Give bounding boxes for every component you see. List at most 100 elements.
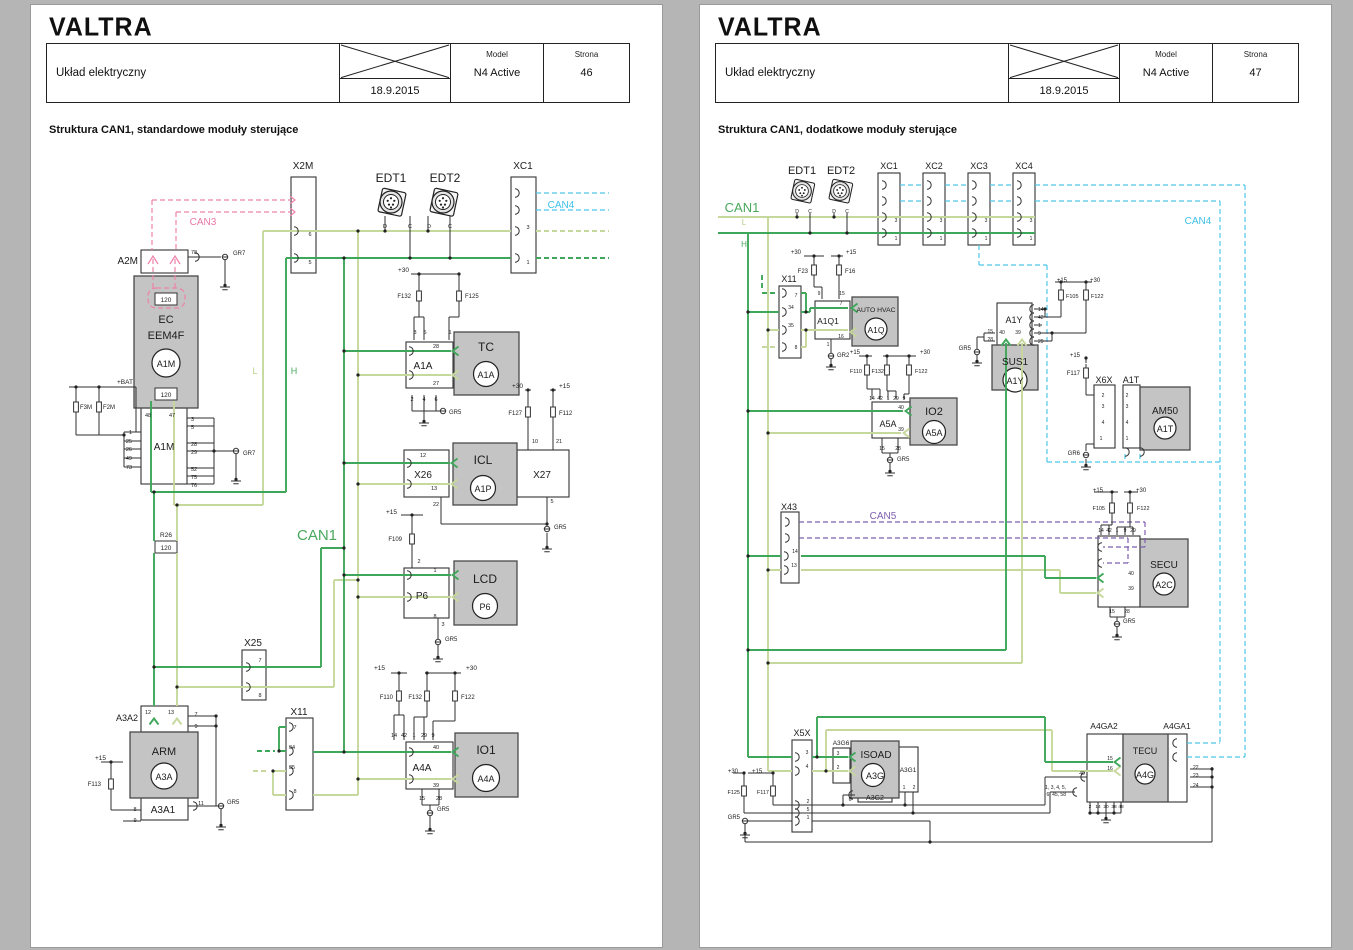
diagram-label: A1A: [414, 361, 433, 372]
diagram-label: F122: [461, 695, 475, 701]
diagram-label: 6, 45, 58: [1047, 792, 1067, 798]
diagram-label: P6: [479, 602, 490, 612]
diagram-label: A1Q: [867, 325, 884, 335]
diagram-label: A1Y: [1006, 376, 1023, 386]
connector-a4a: [405, 741, 454, 790]
diagram-label: F109: [388, 537, 402, 543]
diagram-label: 1: [526, 260, 529, 266]
diagram-label: ICL: [474, 453, 493, 467]
diagram-label: F125: [465, 294, 479, 300]
diagram-label: 4: [1126, 420, 1129, 426]
diagram-label: 1: [1038, 323, 1041, 329]
diagram-label: 47: [169, 413, 175, 419]
connector-x11: [285, 717, 314, 811]
diagram-label: 11: [198, 801, 204, 807]
diagram-label: 39: [898, 427, 904, 433]
diagram-label: L: [742, 218, 747, 227]
diagram-label: 3: [940, 218, 943, 224]
diagram-label: C: [448, 224, 452, 230]
diagram-label: H: [291, 366, 298, 376]
diagram-label: F132: [871, 369, 884, 375]
diagram-label: 15: [839, 291, 845, 297]
can4-wires: [514, 188, 609, 215]
diagram-label: A4GA1: [1163, 721, 1191, 731]
diagram-label: H: [741, 240, 747, 249]
diagram-label: XC4: [1015, 161, 1033, 171]
module-ref-a3g: [860, 762, 886, 788]
diagram-label: 4: [806, 764, 809, 770]
diagram-label: 42: [1038, 315, 1044, 321]
diagram-label: 24: [1193, 783, 1199, 789]
diagram-label: 14: [792, 549, 798, 555]
diagram-label: X11: [781, 274, 796, 284]
connector-secu: [1097, 535, 1141, 608]
diagram-label: 28: [433, 344, 439, 350]
diagram-label: P6: [416, 591, 429, 602]
diagram-label: 8: [133, 807, 136, 813]
diagram-label: F112: [559, 411, 573, 417]
diagram-label: 7: [194, 712, 197, 718]
diagram-label: IO2: [925, 406, 943, 418]
diagram-label: F132: [408, 695, 422, 701]
diagram-label: GR5: [1123, 619, 1136, 625]
page-value: 46: [580, 67, 593, 79]
diagram-label: TC: [478, 340, 494, 354]
diagram-label: +30: [791, 250, 802, 256]
diagram-label: 40: [1079, 771, 1085, 777]
diagram-label: 40: [999, 330, 1005, 336]
module-ref-a1a: [472, 360, 500, 388]
diagram-label: +15: [374, 665, 385, 672]
diagram-label: 9: [133, 818, 136, 824]
diagram-label: CAN4: [1185, 216, 1212, 227]
diagram-label: 20: [1103, 804, 1109, 810]
diagram-label: X5X: [793, 728, 810, 738]
connector-x2m: [290, 176, 317, 274]
diagram-label: 52: [191, 467, 197, 473]
diagram-label: F125: [727, 790, 740, 796]
diagram-label: EC: [158, 314, 173, 326]
diagram-label: 12: [420, 453, 426, 459]
model-cell: Model N4 Active: [1120, 44, 1213, 102]
diagram-label: 1: [412, 733, 415, 739]
diagram-label: 48: [145, 413, 151, 419]
model-value: N4 Active: [473, 67, 521, 79]
diagram-label: 16: [838, 334, 844, 340]
diagram-label: F16: [845, 269, 856, 275]
module-ref-a4a: [471, 763, 501, 793]
diagram-label: 5: [423, 330, 426, 336]
diagram-label: SUS1: [1002, 357, 1029, 368]
diagram-label: F122: [1091, 294, 1104, 300]
power-ground-wires: [69, 216, 556, 829]
diagram-label: X27: [533, 470, 551, 481]
diagram-label: GR7: [243, 451, 256, 457]
diagram-label: 6: [434, 397, 437, 403]
diagram-label: 2: [1126, 393, 1129, 399]
diagram-label: 3: [985, 218, 988, 224]
model-cell: Model N4 Active: [451, 44, 544, 102]
diagram-label: 1: [448, 330, 451, 336]
diagram-label: A3G2: [866, 795, 884, 802]
diagram-label: A3A: [155, 772, 172, 782]
diagram-label: 14: [1098, 528, 1104, 534]
diagram-label: 29: [1130, 528, 1136, 534]
diagram-label: 5: [807, 807, 810, 813]
connector-x26: [403, 449, 450, 498]
diagram-label: A3A1: [151, 805, 176, 816]
diagram-label: IO1: [476, 743, 496, 757]
diagram-label: 14: [1095, 804, 1101, 810]
diagram-label: 25: [126, 439, 132, 445]
diagram-label: A1A: [477, 370, 494, 380]
diagram-label: 34: [788, 305, 794, 311]
diagram-label: 9: [431, 733, 434, 739]
diagram-label: A4GA2: [1090, 721, 1118, 731]
diagram-label: GR5: [445, 637, 458, 643]
diagram-label: ISOAD: [860, 750, 891, 761]
diagram-label: EDT2: [430, 171, 461, 185]
diagram-label: 22: [1193, 765, 1199, 771]
diagram-label: CAN1: [725, 200, 760, 215]
diagram-label: D: [383, 224, 387, 230]
diagram-label: +30: [920, 350, 931, 356]
module-ref-a1y: [1002, 367, 1028, 393]
